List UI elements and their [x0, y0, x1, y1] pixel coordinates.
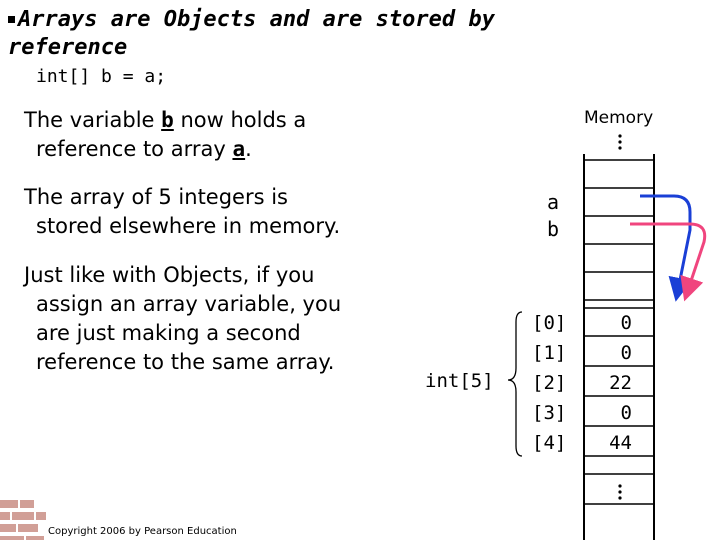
array-value-3: 0: [620, 402, 632, 424]
arrow-a: [640, 194, 693, 302]
memory-label: Memory: [584, 108, 654, 128]
paragraph-storage: The array of 5 integers is stored elsewh…: [24, 185, 341, 238]
var-b-highlight: b: [161, 108, 174, 132]
title-line-2: reference: [8, 35, 128, 60]
slide-title: Arrays are Objects and are stored by ref…: [8, 6, 495, 62]
array-index-3: [3]: [532, 402, 567, 424]
var-b-label: b: [547, 217, 560, 241]
array-value-4: 44: [609, 432, 632, 454]
bullet-icon: [8, 16, 15, 23]
brick-decoration: [0, 500, 46, 540]
array-index-1: [1]: [532, 342, 567, 364]
array-index-4: [4]: [532, 432, 567, 454]
copyright-text: Copyright 2006 by Pearson Education: [48, 526, 237, 537]
array-value-1: 0: [620, 342, 632, 364]
array-brace: [507, 311, 523, 457]
var-a-label: a: [547, 190, 560, 214]
memory-cell-lines: [584, 159, 654, 505]
ellipsis-top-icon: [618, 134, 622, 150]
array-index-0: [0]: [532, 312, 567, 334]
array-index-2: [2]: [532, 372, 567, 394]
ellipsis-bottom-icon: [618, 484, 622, 500]
paragraph-objects: Just like with Objects, if you assign an…: [24, 263, 342, 374]
array-type-label: int[5]: [425, 370, 494, 392]
arrow-b: [630, 222, 707, 302]
paragraph-reference: The variable b now holds a reference to …: [24, 108, 307, 161]
array-value-2: 22: [609, 372, 632, 394]
code-snippet: int[] b = a;: [36, 66, 167, 87]
title-line-1: Arrays are Objects and are stored by: [18, 7, 495, 32]
array-value-0: 0: [620, 312, 632, 334]
var-a-highlight: a: [232, 137, 246, 161]
